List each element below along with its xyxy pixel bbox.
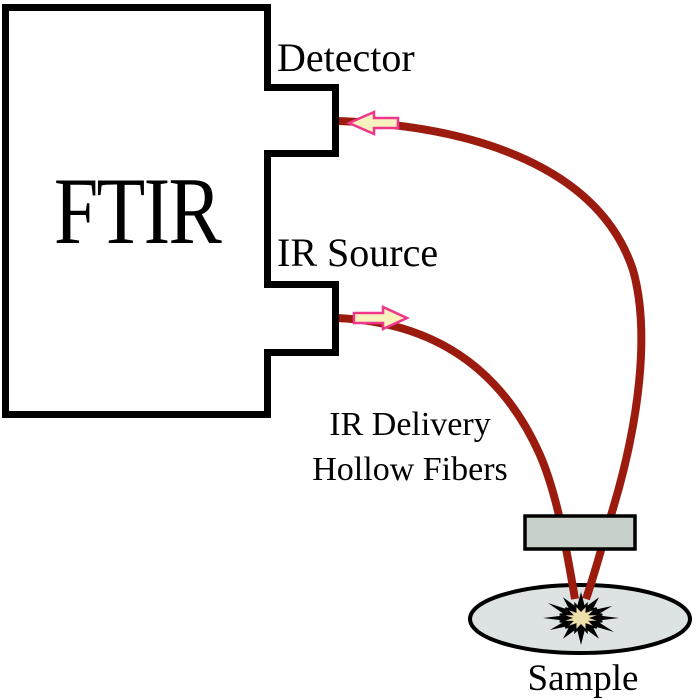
sample-label: Sample: [527, 658, 639, 699]
arrow-right-icon: [352, 305, 411, 331]
detector-port: [264, 84, 339, 157]
hollow-fibers-label-line1: IR Delivery: [329, 406, 491, 443]
fiber-coupler-lens: [523, 514, 637, 551]
ftir-spectrometer-box: FTIR: [2, 4, 271, 418]
hollow-fibers-label: IR Delivery Hollow Fibers: [300, 403, 520, 493]
ftir-label: FTIR: [53, 157, 221, 264]
arrow-left-icon: [345, 110, 400, 136]
burst-inner-icon: [559, 601, 603, 635]
ir-source-port: [264, 281, 339, 356]
detector-label: Detector: [277, 35, 415, 80]
ir-source-label: IR Source: [277, 230, 439, 275]
hollow-fibers-label-line2: Hollow Fibers: [312, 450, 508, 488]
